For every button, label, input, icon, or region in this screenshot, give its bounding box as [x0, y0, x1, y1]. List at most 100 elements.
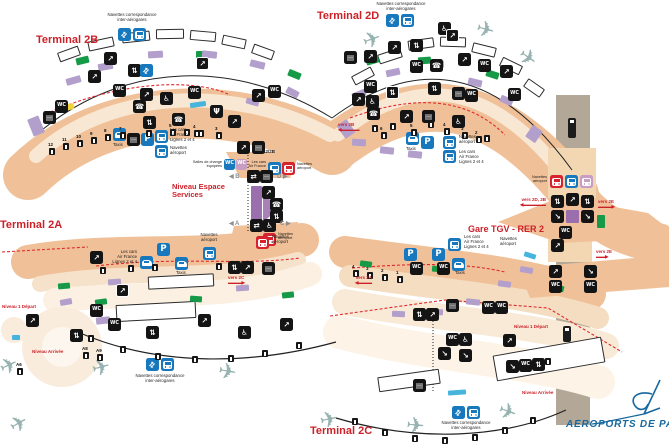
escalator-icon: ↗ — [116, 284, 129, 297]
accessible-icon: ♿ — [238, 326, 251, 339]
bus-icon — [155, 130, 168, 143]
toilets-icon: WC — [446, 333, 459, 346]
elevator-icon: ⇅ — [146, 326, 159, 339]
parking-icon: P — [421, 136, 434, 149]
gate-door-icon — [77, 140, 83, 147]
toilets-icon: WC — [478, 59, 491, 72]
stairs-icon: ↘ — [581, 210, 594, 223]
amenity-block — [57, 282, 71, 290]
toilets-icon: WC — [268, 85, 281, 98]
airfrance-coach-2c-label: Les cars Air France Lignes 2 et 4 — [464, 234, 489, 249]
gate-door-icon — [91, 137, 97, 144]
gate-number: 2 — [475, 130, 478, 135]
baggage-icon: ▤ — [262, 262, 275, 275]
bus-icon — [550, 175, 563, 188]
adp-logo-mark — [591, 379, 661, 425]
elevator-icon: ⇅ — [228, 261, 241, 274]
gate-number: 4 — [193, 124, 196, 129]
toilets-icon: WC — [55, 100, 68, 113]
amenity-block — [251, 186, 262, 226]
airfrance-coach-2a-label: Les cars Air France Lignes 2 et 4 — [112, 249, 137, 264]
bus-icon — [443, 136, 456, 149]
baggage-icon: ▤ — [260, 170, 273, 183]
taxi-2a-label: Taxis — [176, 270, 186, 275]
gate-door-icon — [545, 358, 551, 365]
gate-door-icon — [444, 128, 450, 135]
bus-icon — [401, 14, 414, 27]
accessible-icon: ♿ — [263, 219, 276, 232]
gate-door-icon — [472, 434, 478, 441]
gate-door-icon — [442, 437, 448, 444]
shuttle-2b-label: Navettes correspondance inter-aérogares — [107, 12, 157, 22]
toilets-icon: WC — [559, 226, 572, 239]
bus-icon — [155, 145, 168, 158]
corridor-arrow-a: ◀ A — [229, 221, 240, 227]
escalator-icon: ↗ — [26, 314, 39, 327]
navettes-corridor2-label: Navettes aéroport — [278, 232, 293, 241]
niveau-espace-services-label: Niveau Espace Services — [172, 182, 225, 200]
shuttle-icon: ⇄ — [146, 358, 159, 371]
bus-icon — [443, 150, 456, 163]
escalator-icon: ↗ — [237, 141, 250, 154]
gate-door-icon — [120, 132, 126, 139]
gate-door-icon — [88, 335, 94, 342]
elevator-icon: ⇅ — [413, 308, 426, 321]
escalator-icon: ↗ — [140, 88, 153, 101]
terminal-2a-title: Terminal 2A — [0, 219, 63, 231]
gate-door-icon — [367, 272, 373, 279]
bus-icon — [282, 162, 295, 175]
escalator-icon: ↗ — [551, 239, 564, 252]
taxi-2c-label: Taxis — [455, 270, 465, 275]
bus-icon — [448, 238, 461, 251]
gate-door-icon — [83, 352, 89, 359]
escalator-icon: ↗ — [252, 89, 265, 102]
gate-door-icon — [382, 429, 388, 436]
airfrance-coach-2b-label: Les cars Air France Lignes 2 et 4 — [170, 127, 195, 142]
gate-number: 4 — [352, 264, 355, 269]
escalator-icon: ↗ — [88, 70, 101, 83]
gate-door-icon — [530, 417, 536, 424]
accessible-icon: ♿ — [452, 115, 465, 128]
phone-icon: ☎ — [172, 113, 185, 126]
niveau-arrivee-2c-label: Niveau Arrivée — [522, 390, 554, 395]
escalator-icon: ↗ — [503, 334, 516, 347]
terminal-2d-title: Terminal 2D — [317, 10, 380, 22]
toilets-icon: WC — [519, 359, 532, 372]
toilets-icon: WC — [108, 318, 121, 331]
escalator-icon: ↗ — [400, 110, 413, 123]
shuttle-2a-label: Navettes correspondance inter-aérogares — [135, 373, 185, 383]
elevator-icon: ⇅ — [551, 195, 564, 208]
parking-icon: P — [157, 243, 170, 256]
bus-icon — [467, 406, 480, 419]
gate-number: 2 — [381, 268, 384, 273]
navettes-2a-red-label: Navettes aéroport — [272, 234, 289, 244]
gate-12-2b-label: 12/2B — [263, 149, 276, 154]
gate-door-icon — [120, 346, 126, 353]
accessible-icon: ♿ — [366, 95, 379, 108]
elevator-icon: ⇅ — [143, 116, 156, 129]
restaurant-icon: Ψ — [210, 105, 223, 118]
amenity-block — [351, 138, 367, 147]
gate-door-icon — [100, 267, 106, 274]
train-icon — [563, 326, 571, 342]
gate-number: 3 — [215, 126, 218, 131]
escalator-icon: ↗ — [426, 308, 439, 321]
taxi-icon — [175, 257, 188, 270]
gate-door-icon — [105, 134, 111, 141]
escalator-icon: ↗ — [446, 29, 459, 42]
elevator-icon: ⇅ — [428, 82, 441, 95]
baby-change-label: Salles de change équipées — [192, 160, 222, 169]
airfrance-coach-2d-label: Les cars Air France Lignes 2 et 4 — [459, 149, 484, 164]
gate-door-icon — [228, 355, 234, 362]
gate-door-icon — [152, 264, 158, 271]
elevator-icon: ⇅ — [386, 86, 399, 99]
gate-door-icon — [428, 121, 434, 128]
toilets-icon: WC — [584, 280, 597, 293]
vers-2c-label: vers 2C ▬▬▬▶ — [228, 275, 245, 286]
gate-door-icon — [484, 135, 490, 142]
gate-door-icon — [63, 143, 69, 150]
vers-2a-label: vers 2A ◀▬▬▬ — [355, 275, 372, 286]
shuttle-icon: ⇄ — [452, 406, 465, 419]
baggage-icon: ▤ — [43, 111, 56, 124]
toilets-icon: WC — [188, 86, 201, 99]
